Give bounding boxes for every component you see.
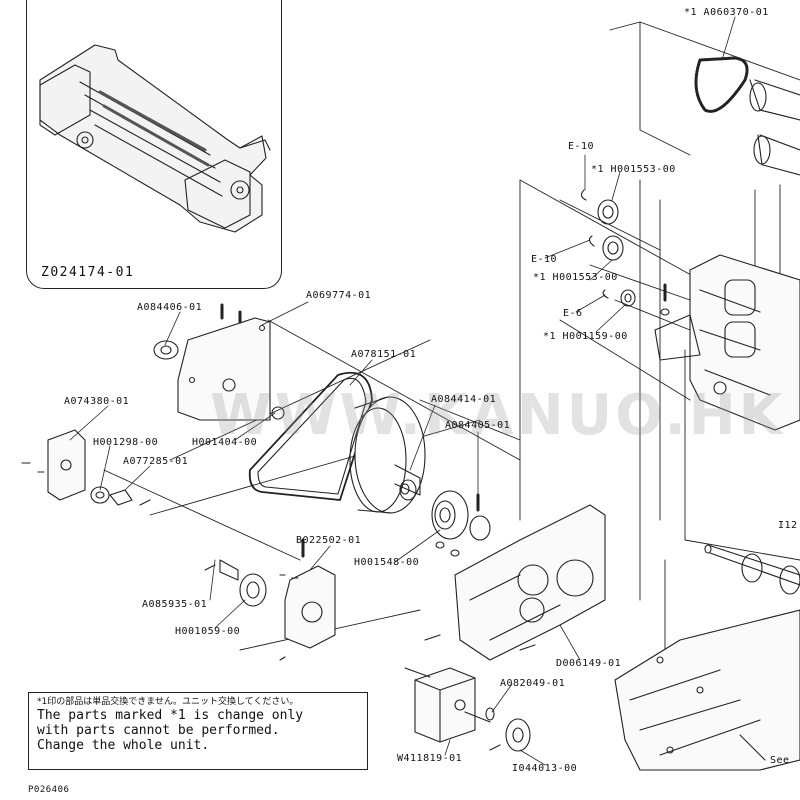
page-code: P026406 xyxy=(28,785,70,795)
see-reference-label: See xyxy=(770,755,790,766)
note-line-3: Change the whole unit. xyxy=(37,738,210,753)
part-label-e6: E-6 xyxy=(563,308,583,319)
bearing-assembly xyxy=(431,490,491,557)
part-label-a078151-suffix: -01 xyxy=(396,349,417,360)
part-label-a069774: A069774-01 xyxy=(306,290,372,301)
stepping-motor xyxy=(404,667,531,752)
inset-part-number: Z024174-01 xyxy=(41,265,135,280)
part-label-h001548: H001548-00 xyxy=(354,557,420,568)
part-label-h001298: H001298-00 xyxy=(93,437,159,448)
right-side-frame xyxy=(654,254,800,431)
part-label-a084405: A084405-01 xyxy=(445,420,511,431)
right-shaft xyxy=(704,544,800,595)
part-label-a084406: A084406-01 xyxy=(137,302,203,313)
note-line-2: with parts cannot be performed. xyxy=(37,723,280,738)
part-label-d006149: D006149-01 xyxy=(556,658,622,669)
part-label-e10-lower: E-10 xyxy=(531,254,558,265)
part-label-a084414: A084414-01 xyxy=(431,394,497,405)
part-label-i044013: I044013-00 xyxy=(512,763,578,774)
main-housing xyxy=(424,504,606,661)
part-label-a060370: *1 A060370-01 xyxy=(684,7,769,18)
part-label-h001404: H001404-00 xyxy=(192,437,258,448)
left-bracket xyxy=(21,429,151,506)
part-label-a085935: A085935-01 xyxy=(142,599,208,610)
replacement-note-box: *1印の部品は単品交換できません。ユニット交換してください。 The parts… xyxy=(28,692,368,770)
leader-lines xyxy=(69,16,736,766)
note-japanese: *1印の部品は単品交換できません。ユニット交換してください。 xyxy=(37,697,299,707)
part-label-w411819: W411819-01 xyxy=(397,753,463,764)
part-label-a082049: A082049-01 xyxy=(500,678,566,689)
note-line-1: The parts marked *1 is change only xyxy=(37,708,304,723)
part-label-e10-upper: E-10 xyxy=(568,141,595,152)
part-label-a078151-highlight: A078151 xyxy=(351,349,397,360)
part-label-a078151: A078151-01 xyxy=(351,349,416,360)
part-label-h001059: H001059-00 xyxy=(175,626,241,637)
part-label-h001159: *1 H001159-00 xyxy=(543,331,628,342)
part-label-a077285: A077285-01 xyxy=(123,456,189,467)
bottom-frame xyxy=(614,609,800,771)
part-label-h001553-lower: *1 H001553-00 xyxy=(533,272,618,283)
small-bearings xyxy=(580,189,670,316)
upper-bracket xyxy=(153,303,285,421)
large-pulley xyxy=(349,396,426,514)
part-label-b022502: B022502-01 xyxy=(296,535,362,546)
part-label-h001553-upper: *1 H001553-00 xyxy=(591,164,676,175)
inset-assembly-drawing xyxy=(39,44,271,233)
part-label-i12: I12 xyxy=(778,520,798,531)
watermark: WWW.KANUO.HK xyxy=(210,383,785,448)
part-label-a074380: A074380-01 xyxy=(64,396,130,407)
assembly-inset: Z024174-01 xyxy=(26,0,282,289)
middle-bracket xyxy=(204,538,336,661)
timing-belt-and-rollers xyxy=(694,56,800,176)
